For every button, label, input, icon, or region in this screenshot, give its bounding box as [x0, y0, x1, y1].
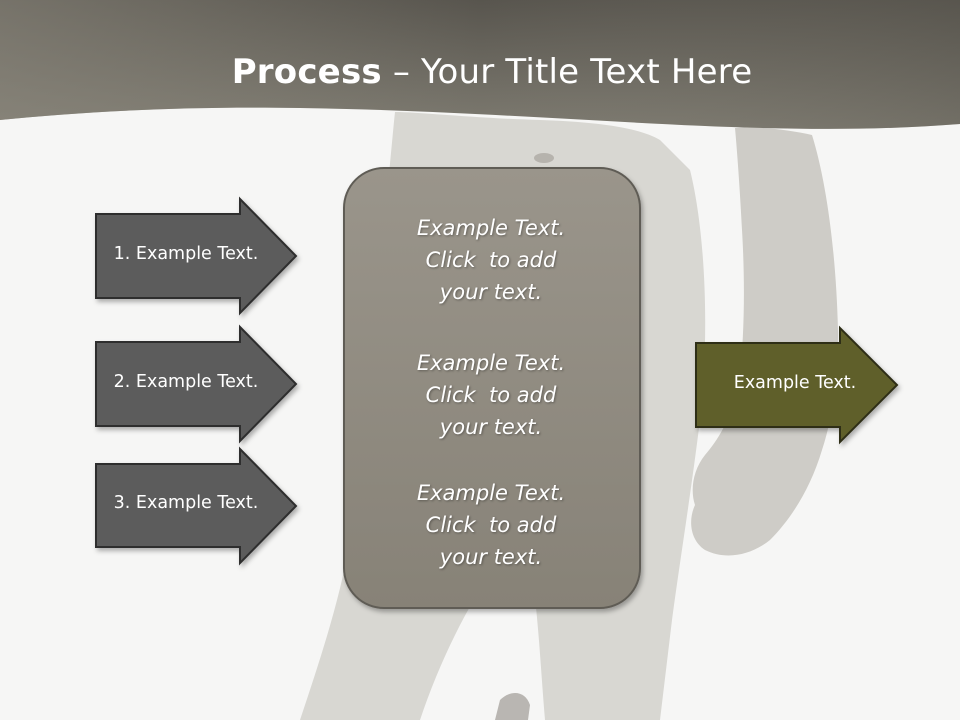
title-bold: Process	[231, 52, 382, 92]
box-1-line-1: Example Text.	[416, 216, 566, 240]
box-3-line-1: Example Text.	[416, 481, 566, 505]
right-arrow-label: Example Text.	[733, 373, 857, 393]
title-rest: – Your Title Text Here	[381, 52, 753, 92]
center-box-text-1[interactable]: Example Text. Click to add your text.	[352, 212, 630, 308]
left-arrow-3[interactable]	[95, 446, 298, 566]
center-box[interactable]	[343, 167, 641, 609]
box-1-line-3: your text.	[439, 280, 543, 304]
box-2-line-1: Example Text.	[416, 351, 566, 375]
slide-title: Process – Your Title Text Here	[0, 52, 960, 92]
center-box-text-3[interactable]: Example Text. Click to add your text.	[352, 477, 630, 573]
left-arrow-3-label: 3. Example Text.	[113, 493, 259, 513]
box-2-line-2: Click to add	[425, 383, 557, 407]
box-3-line-2: Click to add	[425, 513, 557, 537]
box-1-line-2: Click to add	[425, 248, 557, 272]
left-arrow-1[interactable]	[95, 196, 298, 316]
box-2-line-3: your text.	[439, 415, 543, 439]
center-box-text-2[interactable]: Example Text. Click to add your text.	[352, 347, 630, 443]
box-3-line-3: your text.	[439, 545, 543, 569]
left-arrow-1-label: 1. Example Text.	[113, 244, 259, 264]
left-arrow-2-label: 2. Example Text.	[113, 372, 259, 392]
right-arrow[interactable]	[695, 325, 899, 445]
left-arrow-2[interactable]	[95, 324, 298, 444]
